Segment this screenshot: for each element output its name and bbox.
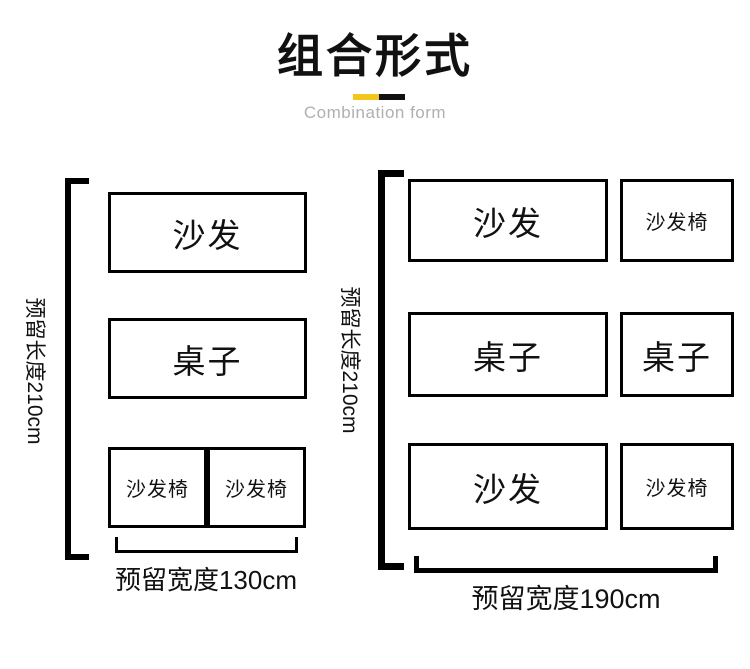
right-row1-sofa-box: 沙发 [408, 179, 608, 262]
left-sofa-chair-label-1: 沙发椅 [126, 479, 189, 501]
right-row1-sofa-label: 沙发 [473, 204, 543, 242]
right-row3-sofa-chair-box: 沙发椅 [620, 443, 734, 530]
right-row3-sofa-box: 沙发 [408, 443, 608, 530]
left-table-box: 桌子 [108, 318, 307, 399]
right-row3-sofa-label: 沙发 [473, 470, 543, 508]
title-divider [353, 94, 405, 100]
left-width-bracket [115, 537, 298, 553]
left-length-dimension-label: 预留长度210cm [23, 297, 46, 445]
right-row1-sofa-chair-box: 沙发椅 [620, 179, 734, 262]
right-width-bracket [414, 556, 718, 573]
left-sofa-chair-label-2: 沙发椅 [225, 479, 288, 501]
right-width-dimension-label: 预留宽度190cm [471, 584, 661, 614]
left-sofa-box: 沙发 [108, 192, 307, 273]
right-row2-table-label: 桌子 [473, 338, 543, 376]
left-sofa-chair-box-2: 沙发椅 [207, 447, 306, 528]
right-row2-side-table-box: 桌子 [620, 312, 734, 397]
divider-yellow-segment [353, 94, 379, 100]
right-row3-sofa-chair-label: 沙发椅 [645, 478, 709, 500]
page-title: 组合形式 [277, 30, 473, 82]
right-row2-table-box: 桌子 [408, 312, 608, 397]
left-width-dimension-label: 预留宽度130cm [114, 565, 298, 595]
right-row2-side-table-label: 桌子 [642, 338, 712, 376]
left-sofa-label: 沙发 [172, 216, 243, 254]
left-sofa-chair-box-1: 沙发椅 [108, 447, 207, 528]
right-length-bracket [378, 170, 404, 570]
left-length-bracket [65, 178, 89, 560]
right-length-dimension-label: 预留长度210cm [338, 286, 361, 434]
right-row1-sofa-chair-label: 沙发椅 [645, 212, 709, 234]
divider-black-segment [379, 94, 405, 100]
page-subtitle: Combination form [303, 103, 447, 122]
left-table-label: 桌子 [172, 342, 243, 380]
